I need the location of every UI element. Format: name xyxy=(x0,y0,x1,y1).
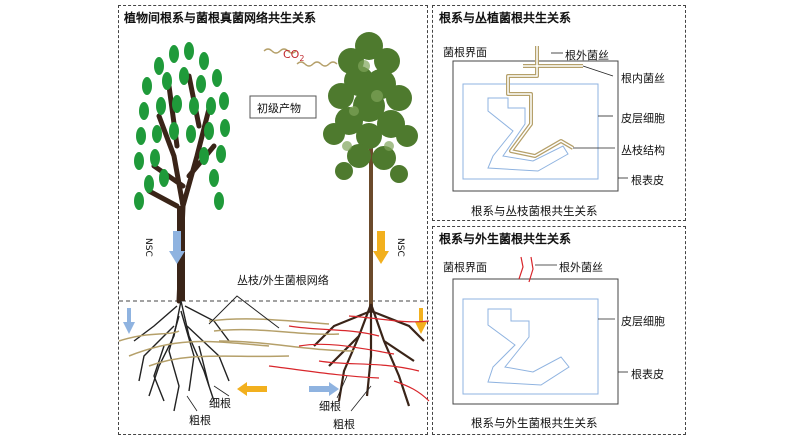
flow-arrow-blue-icon xyxy=(309,382,339,396)
co2-subscript: 2 xyxy=(299,54,304,63)
left-panel-drawing xyxy=(119,6,429,436)
ecm-root-interface-label: 菌根界面 xyxy=(443,259,487,275)
am-intraradical-label: 根内菌丝 xyxy=(621,70,665,86)
flow-arrow-yellow-icon xyxy=(237,382,267,396)
am-cortex-label: 皮层细胞 xyxy=(621,110,665,126)
ecm-epidermis-rect xyxy=(453,279,618,404)
am-cell-shape xyxy=(488,98,568,171)
am-extraradical-label: 根外菌丝 xyxy=(565,47,609,63)
ecm-epidermis-label: 根表皮 xyxy=(631,366,664,382)
coarse-root-right-pointer xyxy=(351,386,371,411)
pine-tree xyxy=(323,32,418,306)
left-coarse-root-label: 粗根 xyxy=(189,412,211,428)
nsc-arrow-right-icon xyxy=(373,231,389,264)
ecm-extraradical-label: 根外菌丝 xyxy=(559,259,603,275)
left-panel: 植物间根系与菌根真菌网络共生关系 xyxy=(118,5,428,435)
ecm-caption: 根系与外生菌根共生关系 xyxy=(471,415,598,431)
left-fine-root-label: 细根 xyxy=(209,395,231,411)
primary-products-label: 初级产物 xyxy=(257,100,301,116)
ecm-cell-shape xyxy=(488,309,569,385)
am-epidermis-label: 根表皮 xyxy=(631,172,664,188)
right-fine-root-label: 细根 xyxy=(319,398,341,414)
nsc-right-label: NSC xyxy=(395,238,405,257)
broadleaf-tree xyxy=(134,42,230,301)
soil-arrow-left-icon xyxy=(123,308,135,334)
ecm-cortex-label: 皮层细胞 xyxy=(621,313,665,329)
coarse-root-left-pointer xyxy=(187,396,197,411)
am-panel: 根系与丛植菌根共生关系 菌根界面 根外菌丝 根内菌丝 皮层细胞 丛枝结构 根表皮… xyxy=(432,5,686,221)
network-label: 丛枝/外生菌根网络 xyxy=(237,272,329,288)
am-epidermis-rect xyxy=(453,61,618,191)
ecm-panel: 根系与外生菌根共生关系 菌根界面 根外菌丝 皮层细胞 根表皮 根系与外生菌根共生… xyxy=(432,226,686,435)
right-coarse-root-label: 粗根 xyxy=(333,416,355,432)
co2-text: CO xyxy=(283,48,299,61)
am-caption: 根系与丛枝菌根共生关系 xyxy=(471,203,598,219)
ecm-hyphae xyxy=(519,257,533,282)
am-arbuscule-label: 丛枝结构 xyxy=(621,142,665,158)
nsc-left-label: NSC xyxy=(143,238,153,257)
co2-label: CO2 xyxy=(283,48,304,63)
am-root-interface-label: 菌根界面 xyxy=(443,44,487,60)
ecm-cortex-rect xyxy=(463,299,598,394)
